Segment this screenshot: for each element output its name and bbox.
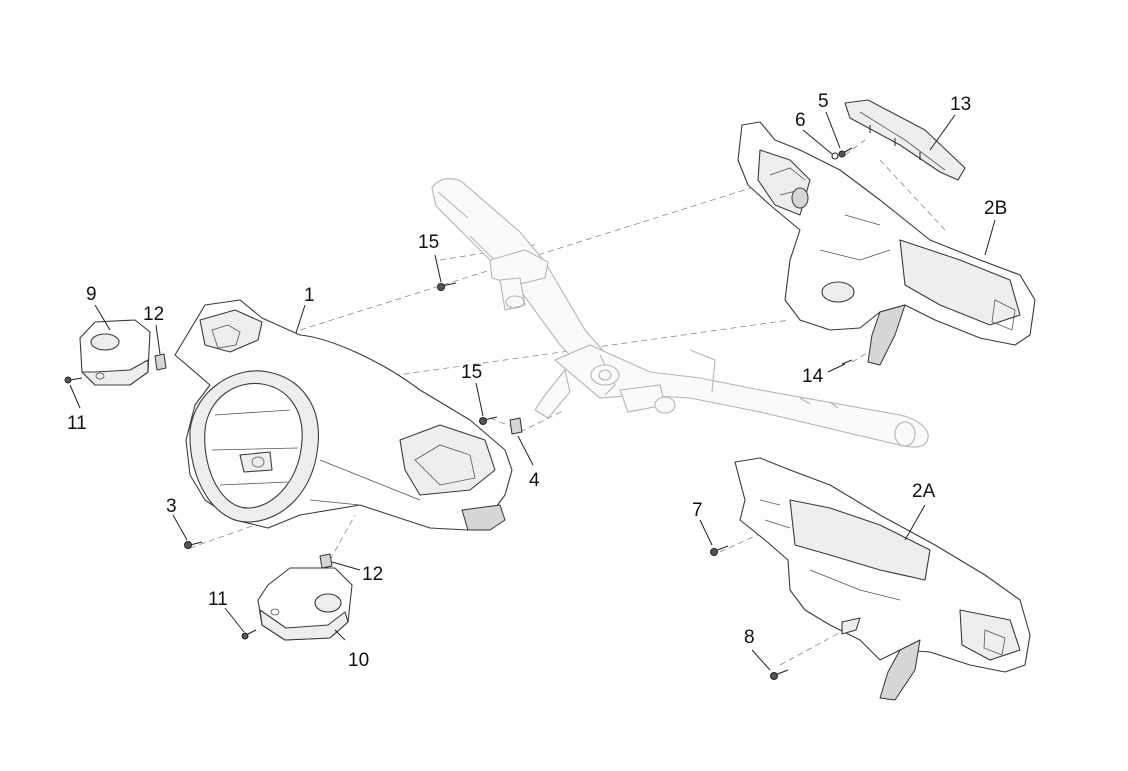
handlebar-frame <box>429 178 929 448</box>
callout-1: 1 <box>304 285 315 306</box>
screw-15-lower <box>479 416 498 425</box>
screw-8 <box>770 669 789 680</box>
callout-9: 9 <box>86 284 97 305</box>
top-trim-strip <box>844 99 966 181</box>
screws <box>64 147 853 680</box>
rear-handlebar-cover <box>737 121 1036 366</box>
callout-4: 4 <box>529 470 540 491</box>
screw-5 <box>838 147 853 158</box>
callout-10: 10 <box>348 650 369 671</box>
headset-front-cover <box>174 299 513 531</box>
callout-2A: 2A <box>912 481 936 502</box>
callout-12-lower: 12 <box>362 564 383 585</box>
callout-11-upper: 11 <box>67 413 87 434</box>
screw-7 <box>710 545 729 556</box>
callout-13: 13 <box>950 94 971 115</box>
callout-15-upper: 15 <box>418 232 439 253</box>
screw-11-upper <box>64 376 83 384</box>
callout-2B: 2B <box>984 198 1007 219</box>
leader-lines <box>69 111 996 671</box>
screw-15-upper <box>437 282 457 291</box>
upper-switch-housing <box>79 319 151 386</box>
callout-8: 8 <box>744 627 755 648</box>
callout-7: 7 <box>692 500 703 521</box>
callout-12-upper: 12 <box>143 304 164 325</box>
callout-5: 5 <box>818 91 829 112</box>
callout-15-lower: 15 <box>461 362 482 383</box>
lower-switch-housing <box>257 567 353 641</box>
screw-11-lower <box>241 629 257 640</box>
callout-6: 6 <box>795 110 806 131</box>
callout-14: 14 <box>802 366 824 387</box>
callout-3: 3 <box>166 496 177 517</box>
screw-14 <box>841 359 853 365</box>
clips <box>154 152 839 569</box>
screw-3 <box>184 541 203 549</box>
callout-11-lower: 11 <box>208 589 228 610</box>
callout-labels: 1 2B 2A 3 4 5 6 7 8 9 10 11 11 12 12 13 … <box>67 91 1007 671</box>
front-handlebar-cover <box>734 457 1031 701</box>
